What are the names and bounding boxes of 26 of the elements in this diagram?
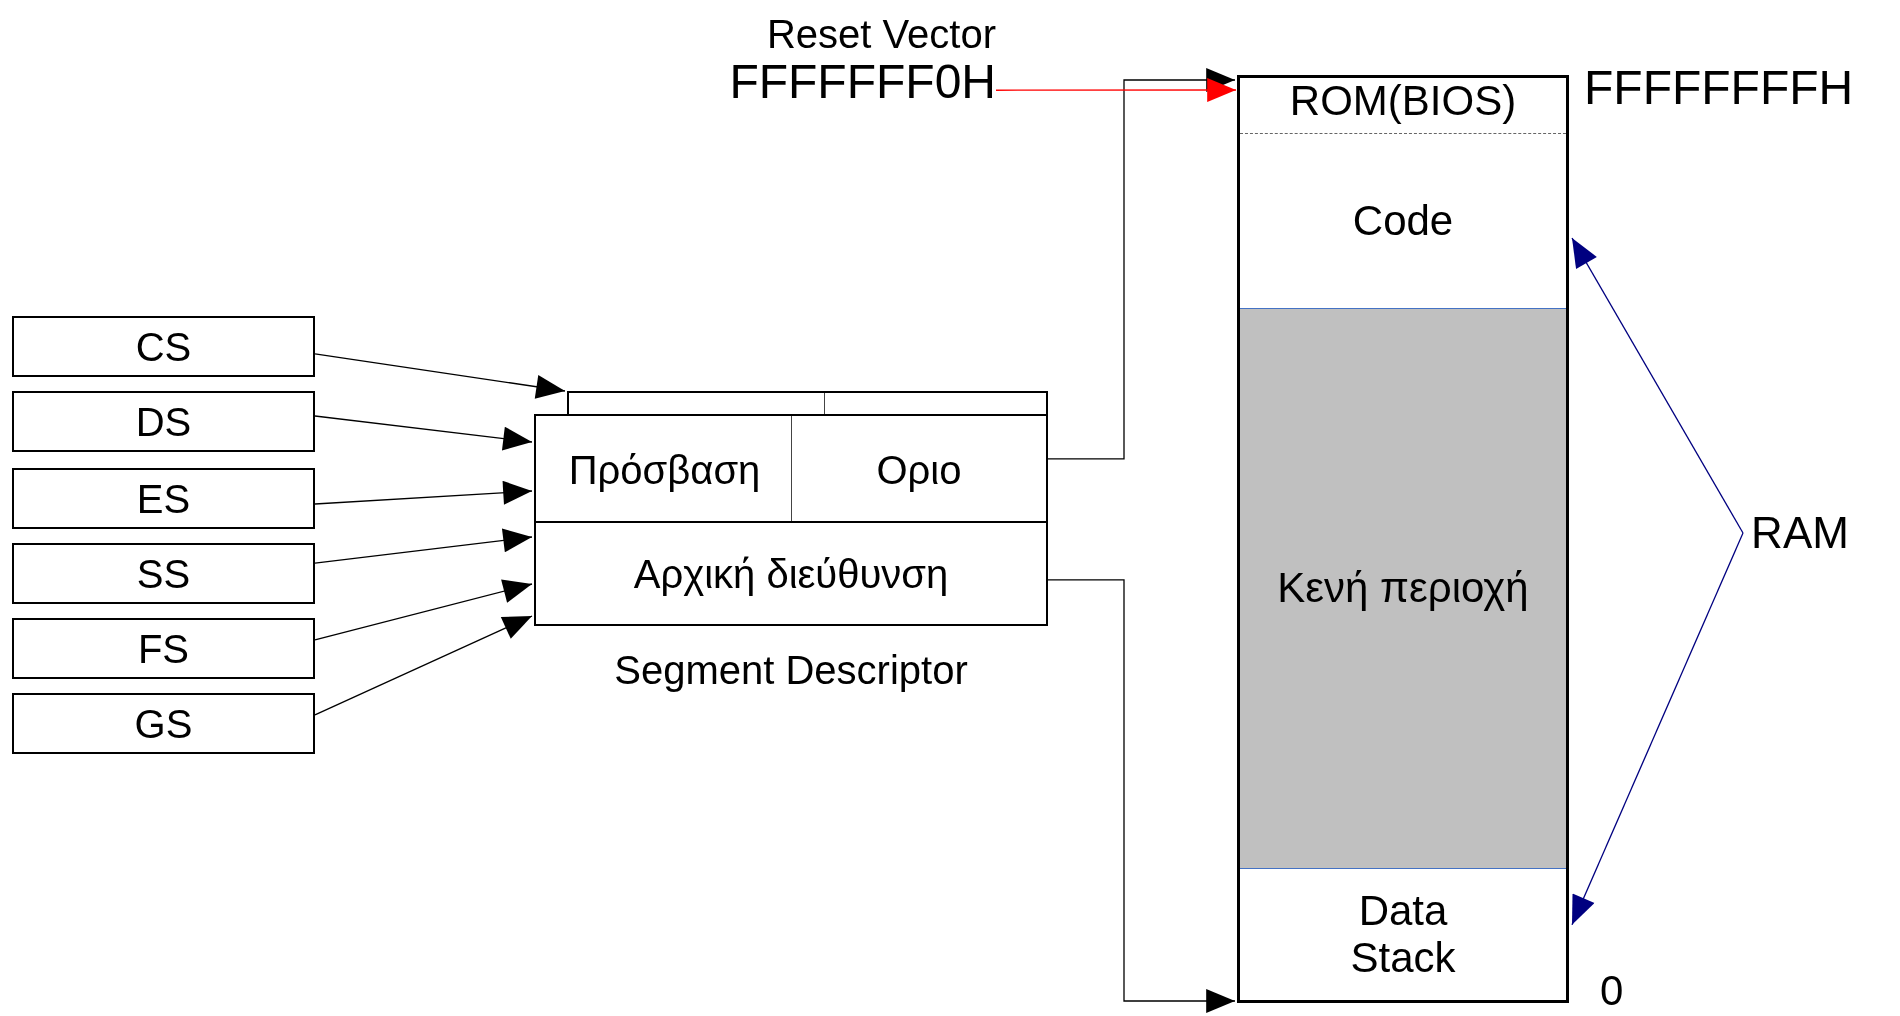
arrow [314, 353, 566, 399]
heading-text: Reset Vector [767, 11, 996, 56]
address-label: FFFFFFFFH [1584, 62, 1854, 115]
memory-region: Κενή περιοχή [1240, 308, 1566, 868]
region-label: RAM [1751, 508, 1849, 558]
register-box: GS [12, 693, 315, 754]
arrow [314, 579, 533, 641]
register-box: DS [12, 391, 315, 452]
memory-map-box [1237, 75, 1569, 1003]
arrow [314, 480, 533, 505]
descriptor-box [567, 391, 1048, 414]
arrow [1047, 579, 1236, 1013]
address-label: 0 [1600, 968, 1624, 1015]
register-box: CS [12, 316, 315, 377]
arrow [1047, 68, 1236, 460]
register-box: ES [12, 468, 315, 529]
arrow [1571, 237, 1744, 534]
arrow [995, 78, 1237, 103]
register-box: FS [12, 618, 315, 679]
arrow [1571, 532, 1744, 926]
arrow [314, 415, 533, 451]
register-box: SS [12, 543, 315, 604]
arrow [314, 528, 533, 564]
caption-text: Segment Descriptor [613, 648, 969, 692]
arrow [314, 615, 533, 716]
address-text: FFFFFFF0H [729, 55, 996, 109]
